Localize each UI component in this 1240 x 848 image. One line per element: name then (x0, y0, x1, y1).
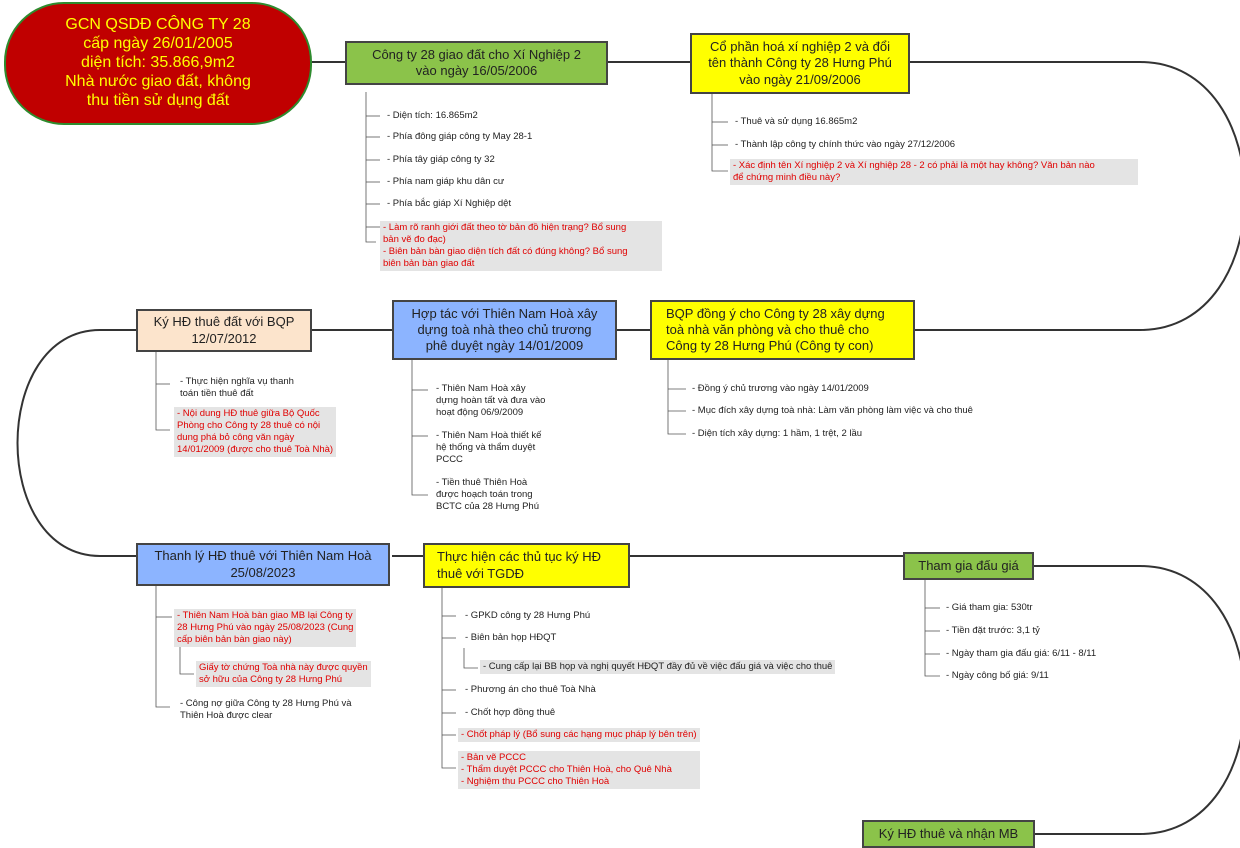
note-item: - Phía bắc giáp Xí Nghiệp dệt (387, 198, 512, 209)
note-item: - Tiền thuê Thiên Hoà được hoạch toán tr… (436, 477, 539, 512)
note-item: - Công nợ giữa Công ty 28 Hưng Phú và Th… (180, 698, 352, 721)
note-item: - Diện tích xây dựng: 1 hầm, 1 trệt, 2 l… (692, 428, 863, 439)
note-item: - Thiên Nam Hoà thiết kế hệ thống và thẩ… (436, 430, 542, 465)
warning-note: - Bản vẽ PCCC - Thẩm duyệt PCCC cho Thiê… (458, 751, 700, 789)
node-ky-hd-nhan-mb[interactable]: Ký HĐ thuê và nhận MB (862, 820, 1035, 848)
warning-note: - Chốt pháp lý (Bổ sung các hạng mục phá… (458, 728, 700, 742)
note-item: - Thực hiện nghĩa vụ thanh toán tiền thu… (180, 376, 294, 399)
note-item: - Diện tích: 16.865m2 (387, 110, 478, 121)
note-item: - Thiên Nam Hoà xây dựng hoàn tất và đưa… (436, 383, 546, 418)
note-item: - GPKD công ty 28 Hưng Phú (465, 610, 591, 621)
warning-note: - Thiên Nam Hoà bàn giao MB lại Công ty … (174, 609, 357, 647)
note-item: - Tiền đặt trước: 3,1 tỷ (946, 625, 1040, 636)
node-hop-tac-thien-nam-hoa[interactable]: Hợp tác với Thiên Nam Hoà xây dựng toà n… (392, 300, 617, 360)
note-item: - Mục đích xây dựng toà nhà: Làm văn phò… (692, 405, 973, 416)
node-ky-hd-thue-dat[interactable]: Ký HĐ thuê đất với BQP 12/07/2012 (136, 309, 312, 352)
note-item: - Thành lập công ty chính thức vào ngày … (735, 139, 956, 150)
node-thu-tuc-ky-hd[interactable]: Thực hiện các thủ tục ký HĐ thuê với TGD… (423, 543, 630, 588)
note-item: - Phương án cho thuê Toà Nhà (465, 684, 596, 695)
note-item: - Phía tây giáp công ty 32 (387, 154, 495, 165)
node-co-phan-hoa[interactable]: Cổ phần hoá xí nghiệp 2 và đổi tên thành… (690, 33, 910, 94)
warning-note: - Làm rõ ranh giới đất theo tờ bản đồ hi… (380, 221, 662, 271)
warning-note: Giấy tờ chứng Toà nhà này được quyền sở … (196, 661, 371, 687)
note-item: - Ngày tham gia đấu giá: 6/11 - 8/11 (946, 648, 1097, 659)
note-item: - Phía đông giáp công ty May 28-1 (387, 131, 533, 142)
node-giao-dat[interactable]: Công ty 28 giao đất cho Xí Nghiệp 2 vào … (345, 41, 608, 85)
note-item: - Biên bản họp HĐQT (465, 632, 557, 643)
note-item: - Giá tham gia: 530tr (946, 602, 1033, 613)
note-item: - Thuê và sử dụng 16.865m2 (735, 116, 858, 127)
warning-note: - Nội dung HĐ thuê giữa Bộ Quốc Phòng ch… (174, 407, 337, 457)
node-tham-gia-dau-gia[interactable]: Tham gia đấu giá (903, 552, 1034, 580)
note-item: - Chốt hợp đồng thuê (465, 707, 556, 718)
node-bqp-dong-y[interactable]: BQP đồng ý cho Công ty 28 xây dựng toà n… (650, 300, 915, 360)
note-item: - Cung cấp lại BB họp và nghị quyết HĐQT… (480, 660, 836, 674)
node-thanh-ly-hd[interactable]: Thanh lý HĐ thuê với Thiên Nam Hoà 25/08… (136, 543, 390, 586)
note-item: - Phía nam giáp khu dân cư (387, 176, 505, 187)
note-item: - Ngày công bố giá: 9/11 (946, 670, 1049, 681)
note-item: - Đồng ý chủ trương vào ngày 14/01/2009 (692, 383, 869, 394)
root-node[interactable]: GCN QSDĐ CÔNG TY 28 cấp ngày 26/01/2005 … (4, 2, 312, 125)
warning-note: - Xác định tên Xí nghiệp 2 và Xí nghiệp … (730, 159, 1138, 185)
